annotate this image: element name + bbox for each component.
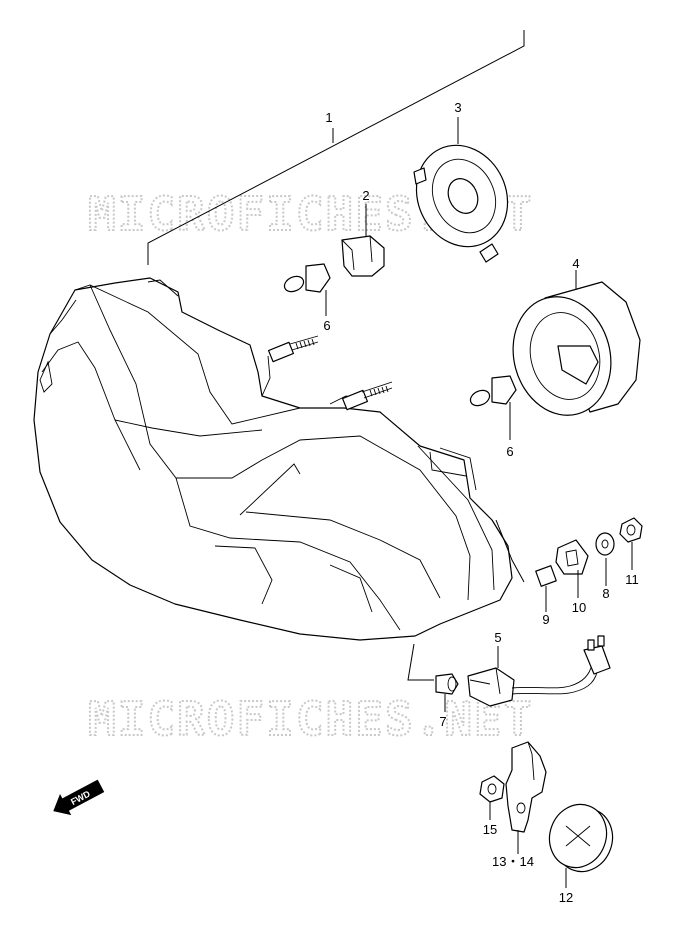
grommet-10 <box>555 539 589 598</box>
nut-15 <box>479 775 505 820</box>
bulb-7 <box>407 643 459 712</box>
callout-10: 10 <box>572 600 586 615</box>
bulb-7-leader <box>407 643 434 681</box>
reflector-ring-3 <box>413 117 509 263</box>
headlamp-housing <box>33 277 513 641</box>
position-bulb-6-lower <box>469 375 517 440</box>
callout-11: 11 <box>625 572 639 587</box>
callout-4: 4 <box>572 256 579 271</box>
callout-1: 1 <box>325 110 332 125</box>
callout-6-upper: 6 <box>323 318 330 333</box>
callout-15: 15 <box>483 822 497 837</box>
bulb-socket-2 <box>341 204 385 277</box>
callout-7: 7 <box>439 714 446 729</box>
cap-12 <box>548 803 614 888</box>
callout-6-lower: 6 <box>506 444 513 459</box>
socket-harness-5 <box>467 635 611 707</box>
callout-13-14: 13・14 <box>492 854 534 869</box>
hardware-leader <box>495 519 525 583</box>
fwd-direction-arrow: FWD <box>53 779 105 816</box>
part-1-leader <box>147 30 525 265</box>
callout-3: 3 <box>454 100 461 115</box>
washer-8 <box>595 532 615 586</box>
callout-9: 9 <box>542 612 549 627</box>
callout-2: 2 <box>362 188 369 203</box>
nut-11 <box>619 517 643 570</box>
collar-9 <box>535 565 557 612</box>
position-bulb-6-upper <box>283 263 331 316</box>
mounting-stud-upper <box>267 335 319 363</box>
callout-12: 12 <box>559 890 573 905</box>
callout-5: 5 <box>494 630 501 645</box>
mounting-stud-lower <box>341 381 393 411</box>
bracket-13-14 <box>505 741 547 854</box>
bulb-cover-4 <box>512 270 641 416</box>
callout-8: 8 <box>602 586 609 601</box>
watermark-bottom: MICROFICHES.NET <box>88 692 533 746</box>
